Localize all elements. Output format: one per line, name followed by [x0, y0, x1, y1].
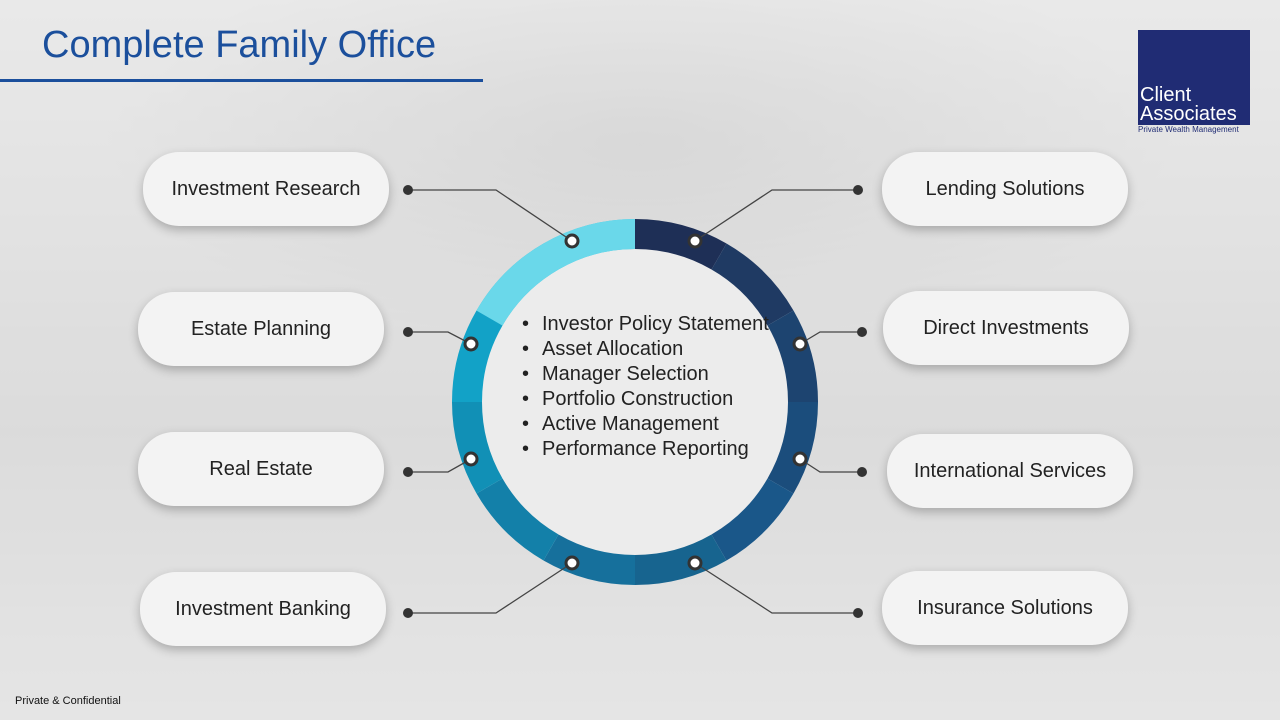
- ring-node-dot: [564, 233, 580, 249]
- ring-segment: [452, 310, 503, 403]
- service-real-estate: Real Estate: [138, 432, 384, 506]
- ring-node-dot: [687, 233, 703, 249]
- company-logo: Client Associates: [1138, 30, 1250, 125]
- ring-node-dot: [463, 336, 479, 352]
- process-item: Manager Selection: [522, 362, 782, 387]
- connector-end-dot: [853, 185, 863, 195]
- ring-segment: [711, 478, 794, 561]
- ring-segment: [767, 310, 818, 403]
- service-investment-research: Investment Research: [143, 152, 389, 226]
- ring-segment: [476, 478, 559, 561]
- process-item: Asset Allocation: [522, 337, 782, 362]
- ring-node-dot: [463, 451, 479, 467]
- connector-end-dot: [403, 185, 413, 195]
- ring-segment: [452, 401, 503, 494]
- process-item: Active Management: [522, 412, 782, 437]
- connector-end-dot: [853, 608, 863, 618]
- connector-end-dot: [403, 327, 413, 337]
- connector-end-dot: [403, 467, 413, 477]
- ring-segment: [767, 401, 818, 494]
- process-item: Investor Policy Statement: [522, 312, 782, 337]
- service-lending-solutions: Lending Solutions: [882, 152, 1128, 226]
- ring-segment: [634, 219, 727, 270]
- logo-line-1: Client: [1140, 84, 1192, 106]
- ring-node-dot: [792, 336, 808, 352]
- connector-end-dot: [857, 467, 867, 477]
- connector-line: [408, 562, 573, 614]
- connector-line: [694, 189, 858, 242]
- service-international-services: International Services: [887, 434, 1133, 508]
- connector-line: [694, 562, 858, 614]
- logo-line-2: Associates: [1140, 103, 1237, 125]
- connector-end-dot: [403, 608, 413, 618]
- logo-tagline: Private Wealth Management: [1138, 125, 1239, 134]
- connector-line: [799, 331, 862, 345]
- connector-lines: [403, 185, 867, 618]
- ring-segment: [634, 534, 727, 585]
- connector-end-dot: [857, 327, 867, 337]
- segmented-ring: [452, 219, 818, 585]
- ring-node-dot: [792, 451, 808, 467]
- service-insurance-solutions: Insurance Solutions: [882, 571, 1128, 645]
- connector-line: [799, 458, 862, 473]
- ring-node-dot: [687, 555, 703, 571]
- process-item: Portfolio Construction: [522, 387, 782, 412]
- connector-line: [408, 458, 472, 473]
- core-process-list: Investor Policy Statement Asset Allocati…: [522, 312, 782, 462]
- slide-title: Complete Family Office: [42, 24, 437, 66]
- ring-segment: [476, 219, 636, 326]
- connector-line: [408, 331, 472, 345]
- title-underline: [0, 79, 483, 82]
- process-item: Performance Reporting: [522, 437, 782, 462]
- ring-node-dot: [564, 555, 580, 571]
- confidentiality-footer: Private & Confidential: [15, 695, 121, 707]
- service-direct-investments: Direct Investments: [883, 291, 1129, 365]
- ring-segment: [543, 534, 636, 585]
- service-investment-banking: Investment Banking: [140, 572, 386, 646]
- connector-line: [408, 189, 573, 242]
- service-estate-planning: Estate Planning: [138, 292, 384, 366]
